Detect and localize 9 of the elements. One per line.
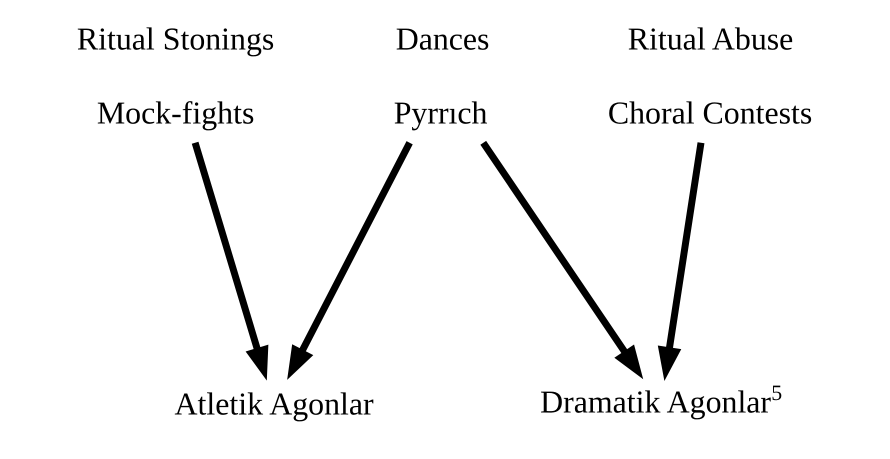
arrow: [287, 141, 413, 380]
node-text: Atletik Agonlar: [174, 386, 374, 422]
node-text: Dances Pyrrıch: [394, 22, 490, 131]
arrow: [658, 142, 704, 381]
node-text: Dramatik Agonlar$^{5}$: [540, 380, 782, 420]
arrow: [480, 140, 644, 380]
node-text: Ritual Stonings Mock-fights: [76, 22, 274, 131]
arrow: [192, 142, 268, 381]
node-text: Ritual Abuse Choral Contests: [608, 22, 812, 131]
